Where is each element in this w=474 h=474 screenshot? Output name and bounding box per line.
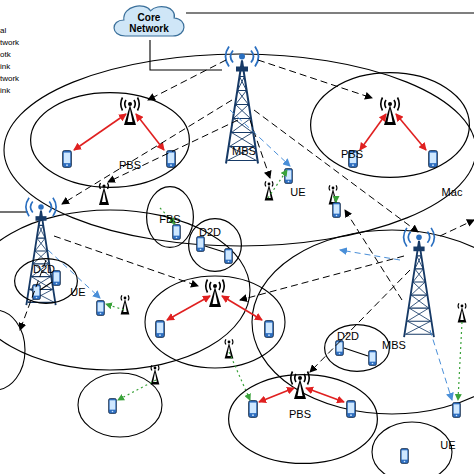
pico-station (206, 280, 225, 308)
legend-text: twork (0, 74, 19, 83)
core-network-cloud: Core Network (112, 2, 186, 42)
pico-station (291, 372, 310, 400)
station-label: PBS (289, 408, 311, 420)
network-label: UE (290, 186, 305, 198)
legend-text: ink (0, 62, 10, 71)
network-label: MBS (232, 145, 256, 157)
station-label: PBS (119, 159, 141, 171)
macro-tower (226, 47, 259, 164)
legend-text: ink (0, 86, 10, 95)
cell-ellipse: PBS (310, 72, 470, 178)
pico-station (381, 98, 400, 126)
femto-antenna (99, 183, 109, 205)
network-label: UE (70, 286, 85, 298)
station-label: PBS (341, 148, 363, 160)
cell-ellipse: PBS (30, 92, 190, 188)
cell-boundary (0, 54, 474, 474)
femto-antenna (458, 303, 467, 322)
access-link (74, 114, 426, 402)
cloud-label: Core Network (123, 12, 175, 34)
macro-link (20, 60, 474, 372)
legend-text: al (0, 26, 6, 35)
femto-antenna (225, 339, 234, 358)
network-label: MBS (382, 339, 406, 351)
cell-ellipse: D2D (188, 218, 242, 272)
femto-antenna (265, 181, 274, 200)
legend-text: twork (0, 38, 19, 47)
macro-tower (26, 198, 56, 305)
legend-text: otk (0, 50, 11, 59)
cell-ellipse: PBS (228, 374, 378, 464)
cell-outline (310, 72, 470, 178)
network-label: UE (440, 439, 455, 451)
femto-antenna (329, 185, 338, 204)
cell-ellipse: FBS (146, 186, 194, 248)
station-label: D2D (199, 226, 221, 238)
network-label: Mac (442, 186, 463, 198)
pico-station (121, 98, 140, 126)
backhaul-wire (0, 13, 474, 212)
femto-antenna (151, 365, 160, 384)
d2d-link (40, 246, 368, 356)
station-label: FBS (159, 213, 180, 225)
cell-outline (30, 92, 190, 188)
station-label: D2D (33, 263, 55, 275)
cell-ellipse: D2D (14, 258, 78, 304)
cell-ellipse: D2D (324, 324, 390, 372)
macro-tower (404, 228, 435, 337)
femto-antenna (121, 295, 130, 314)
station-label: D2D (337, 330, 359, 342)
femto-link (106, 170, 462, 400)
user-equipment (33, 151, 461, 464)
macro-ue-link (48, 110, 452, 400)
